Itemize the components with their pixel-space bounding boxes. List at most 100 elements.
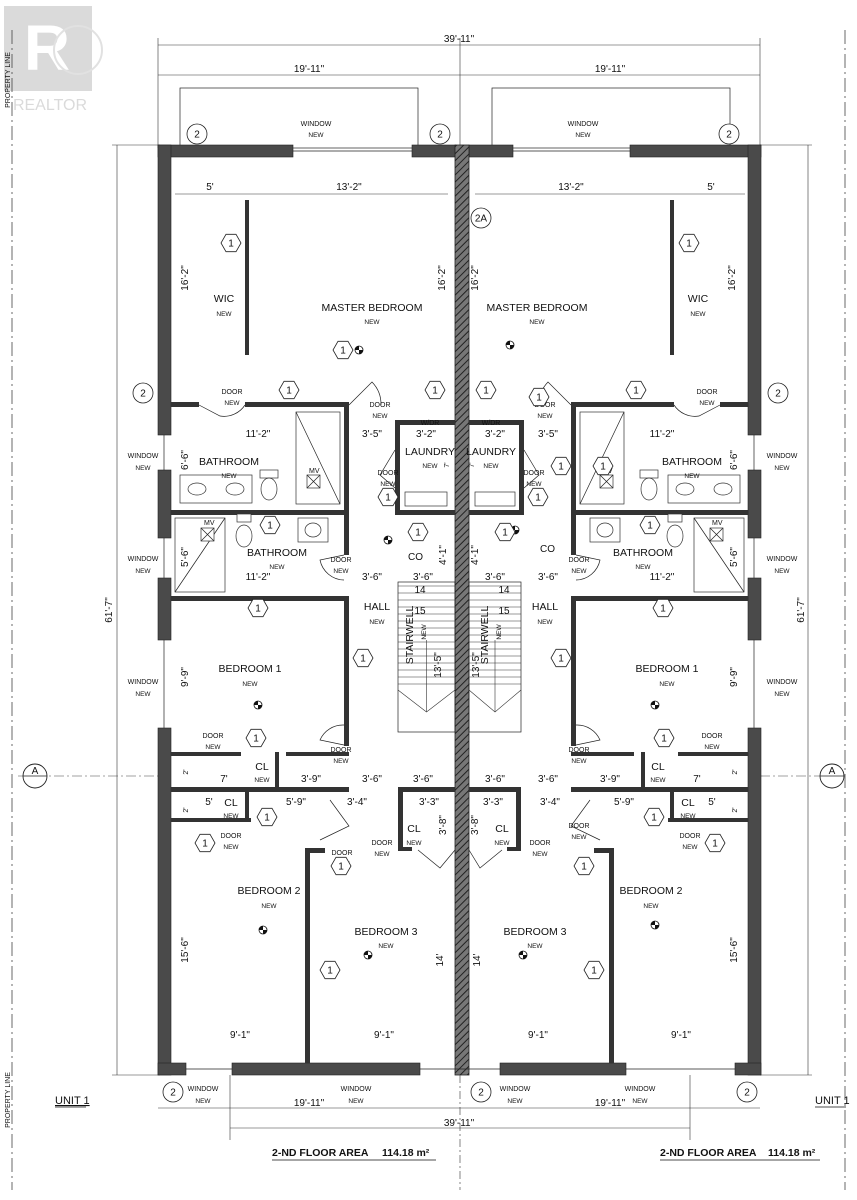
room-hall-right: HALL xyxy=(532,601,558,613)
svg-text:NEW: NEW xyxy=(774,465,790,472)
svg-text:9'-1": 9'-1" xyxy=(230,1030,250,1041)
svg-text:1: 1 xyxy=(255,604,261,615)
svg-text:NEW: NEW xyxy=(406,840,422,847)
svg-text:CO: CO xyxy=(540,544,555,555)
svg-text:3'-6": 3'-6" xyxy=(362,774,382,785)
svg-text:NEW: NEW xyxy=(643,903,659,910)
smoke-alarm-icon xyxy=(363,950,373,960)
room-laundry-left: LAUNDRY xyxy=(405,446,455,458)
room-master-left: MASTER BEDROOM xyxy=(322,302,423,314)
room-bath1-right: BATHROOM xyxy=(662,456,722,468)
svg-text:NEW: NEW xyxy=(635,564,651,571)
svg-text:1: 1 xyxy=(502,528,508,539)
door-label: DOOR xyxy=(530,840,551,847)
door-type-tag: 1 xyxy=(475,380,497,400)
svg-text:NEW: NEW xyxy=(575,132,591,139)
svg-text:NEW: NEW xyxy=(380,481,396,488)
room-bed1-right: BEDROOM 1 xyxy=(635,663,698,675)
svg-text:1: 1 xyxy=(647,521,653,532)
room-master-right: MASTER BEDROOM xyxy=(487,302,588,314)
door-type-tag: 1 xyxy=(550,456,572,476)
step-14-right: 14 xyxy=(498,585,510,596)
half-width-dim-bottom-left: 19'-11" xyxy=(294,1098,325,1109)
window-type-tag: 2A xyxy=(470,207,492,229)
door-label: DOOR xyxy=(378,470,399,477)
smoke-alarm-icon xyxy=(258,925,268,935)
door-label: DOOR xyxy=(331,557,352,564)
svg-text:NEW: NEW xyxy=(308,132,324,139)
door-type-tag: 1 xyxy=(377,487,399,507)
svg-text:NEW: NEW xyxy=(195,1098,211,1105)
room-bath1-left: BATHROOM xyxy=(199,456,259,468)
svg-text:13'-5": 13'-5" xyxy=(433,652,444,678)
svg-text:MV: MV xyxy=(712,520,723,527)
door-type-tag: 1 xyxy=(678,233,700,253)
unit-labels: UNIT 1 UNIT 1 xyxy=(55,1095,850,1108)
svg-text:NEW: NEW xyxy=(135,568,151,575)
svg-text:1: 1 xyxy=(360,654,366,665)
top-dimensions: 39'-11" 19'-11" 19'-11" xyxy=(157,34,761,149)
window-type-tag: 2 xyxy=(736,1081,758,1103)
door-type-tag: 1 xyxy=(494,522,516,542)
door-type-tag: 1 xyxy=(424,380,446,400)
svg-text:NEW: NEW xyxy=(269,564,285,571)
svg-text:NEW: NEW xyxy=(690,311,706,318)
door-label: DOOR xyxy=(203,733,224,740)
floor-area-label-left: 2-ND FLOOR AREA xyxy=(272,1147,369,1159)
svg-text:NEW: NEW xyxy=(532,851,548,858)
svg-text:16'-2": 16'-2" xyxy=(727,265,738,291)
door-type-tag: 1 xyxy=(259,515,281,535)
door-type-tag: 1 xyxy=(245,728,267,748)
svg-text:WINDOW: WINDOW xyxy=(625,1086,656,1093)
svg-text:13'-2": 13'-2" xyxy=(336,182,362,193)
svg-text:14': 14' xyxy=(472,953,483,966)
svg-text:NEW: NEW xyxy=(135,691,151,698)
smoke-alarm-icon xyxy=(354,345,364,355)
door-type-tag: 1 xyxy=(256,807,278,827)
svg-text:3'-8": 3'-8" xyxy=(470,815,481,835)
svg-text:2: 2 xyxy=(775,389,781,400)
svg-text:1: 1 xyxy=(432,386,438,397)
svg-text:NEW: NEW xyxy=(526,481,542,488)
svg-text:1: 1 xyxy=(253,734,259,745)
svg-text:2: 2 xyxy=(194,130,200,141)
window-type-tag: 2 xyxy=(718,123,740,145)
door-label: DOOR xyxy=(569,823,590,830)
smoke-alarm-icon xyxy=(383,535,393,545)
svg-text:NEW: NEW xyxy=(704,744,720,751)
svg-text:1: 1 xyxy=(686,239,692,250)
smoke-alarm-icon xyxy=(650,920,660,930)
svg-text:NEW: NEW xyxy=(364,319,380,326)
svg-text:NEW: NEW xyxy=(632,1098,648,1105)
svg-text:4'-1": 4'-1" xyxy=(438,545,449,565)
property-line-label-bottom: PROPERTY LINE xyxy=(5,1072,12,1128)
door-label: DOOR xyxy=(331,747,352,754)
svg-text:NEW: NEW xyxy=(483,463,499,470)
svg-text:NEW: NEW xyxy=(369,619,385,626)
room-dimensions: 5' 13'-2" 13'-2" 5' 16'-2" 16'-2" 16'-2"… xyxy=(175,182,745,1041)
room-laundry-right: LAUNDRY xyxy=(466,446,516,458)
stairwell-right: STAIRWELL xyxy=(479,606,491,665)
svg-text:1: 1 xyxy=(661,734,667,745)
svg-text:3'-9": 3'-9" xyxy=(301,774,321,785)
door-label: DOOR xyxy=(569,557,590,564)
overall-width-dim-bottom: 39'-11" xyxy=(444,1118,475,1129)
property-lines: PROPERTY LINE PROPERTY LINE xyxy=(5,30,846,1190)
door-label: DOOR xyxy=(535,402,556,409)
svg-text:1: 1 xyxy=(228,239,234,250)
svg-text:NEW: NEW xyxy=(650,777,666,784)
svg-text:3'-8": 3'-8" xyxy=(438,815,449,835)
svg-text:2: 2 xyxy=(437,130,443,141)
svg-text:NEW: NEW xyxy=(261,903,277,910)
svg-text:4'-1": 4'-1" xyxy=(470,545,481,565)
svg-text:NEW: NEW xyxy=(221,473,237,480)
room-bed3-left: BEDROOM 3 xyxy=(354,926,417,938)
window-type-tag: 2 xyxy=(186,123,208,145)
room-bed3-right: BEDROOM 3 xyxy=(503,926,566,938)
svg-text:7': 7' xyxy=(693,774,701,785)
svg-text:13'-2": 13'-2" xyxy=(558,182,584,193)
floor-area-label-right: 2-ND FLOOR AREA xyxy=(660,1147,757,1159)
svg-text:7': 7' xyxy=(444,462,451,467)
svg-text:NEW: NEW xyxy=(254,777,270,784)
door-type-tag: 1 xyxy=(319,960,341,980)
